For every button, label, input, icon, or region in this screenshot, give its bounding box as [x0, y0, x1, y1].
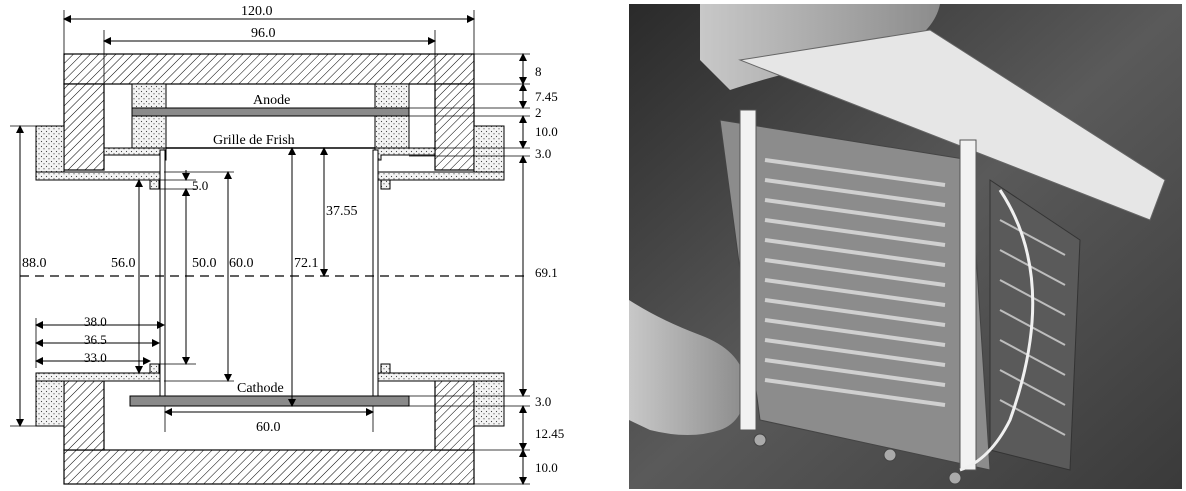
insulator-left-2 [131, 115, 167, 149]
grid-support-right [374, 147, 436, 161]
dim-top-plate: 8 [535, 64, 542, 79]
screw-1 [753, 433, 767, 447]
dim-r33: 33.0 [84, 350, 107, 365]
dim-56: 56.0 [111, 256, 136, 271]
small-block-right-top [380, 179, 391, 190]
cathode-plate [129, 395, 410, 407]
dim-anode-thk: 2 [535, 105, 542, 120]
dim-grid-gap: 10.0 [535, 124, 558, 139]
device-top-plate [738, 29, 1166, 221]
photo [629, 4, 1182, 489]
left-ring-bottom [35, 372, 165, 382]
right-flange-top [473, 125, 505, 173]
small-block-left-bottom [149, 363, 160, 374]
dim-bottom-plate: 10.0 [535, 460, 558, 475]
dim-flange-height: 88.0 [22, 256, 47, 271]
insulator-right-2 [374, 115, 410, 149]
dim-72: 72.1 [294, 256, 319, 271]
field-rod-left [159, 149, 166, 397]
support-rod-left [739, 109, 757, 431]
dim-bottom-gap: 12.45 [535, 426, 564, 441]
dim-anode-gap: 7.45 [535, 89, 558, 104]
left-wall-top [63, 83, 105, 171]
screw-2 [883, 448, 897, 462]
left-flange-bottom [35, 379, 65, 427]
dim-cathode-thk: 3.0 [535, 394, 551, 409]
grid-support-left [103, 147, 167, 161]
right-wall-bottom [434, 379, 475, 451]
insulator-right-1 [374, 83, 410, 109]
left-wall-bottom [63, 379, 105, 451]
side-board [989, 179, 1081, 471]
left-flange-top [35, 125, 65, 173]
dim-37: 37.55 [326, 204, 358, 219]
dim-r365: 36.5 [84, 332, 107, 347]
right-flange-bottom [473, 379, 505, 427]
right-wall-top [434, 83, 475, 171]
dim-5: 5.0 [192, 178, 208, 193]
field-rod-right [372, 149, 379, 397]
label-anode: Anode [253, 93, 290, 108]
dim-r38: 38.0 [84, 314, 107, 329]
insulator-left-1 [131, 83, 167, 109]
dim-grid-thk: 3.0 [535, 146, 551, 161]
technical-drawing: 120.0 96.0 8 7.45 2 10.0 3.0 69.1 3.0 12… [10, 4, 564, 485]
electrode-strips [764, 158, 946, 407]
dim-drift-height: 69.1 [535, 265, 558, 280]
label-grid: Grille de Frish [213, 133, 295, 148]
support-rod-right [959, 139, 977, 471]
small-block-left-top [149, 179, 160, 190]
dim-cathode-width: 60.0 [256, 420, 281, 435]
label-cathode: Cathode [237, 381, 284, 396]
dim-overall-width: 120.0 [241, 4, 273, 19]
dim-inner-width: 96.0 [251, 26, 276, 41]
bottom-plate [63, 449, 475, 485]
wire [959, 189, 1035, 472]
right-ring-bottom [377, 372, 505, 382]
top-plate [63, 53, 475, 85]
dim-50: 50.0 [192, 256, 217, 271]
screw-3 [948, 471, 962, 485]
dim-60-vertical: 60.0 [229, 256, 254, 271]
right-ring-top [377, 171, 505, 181]
anode-plate [131, 107, 410, 117]
small-block-right-bottom [380, 363, 391, 374]
left-ring-top [35, 171, 165, 181]
hand-lower [629, 300, 746, 435]
